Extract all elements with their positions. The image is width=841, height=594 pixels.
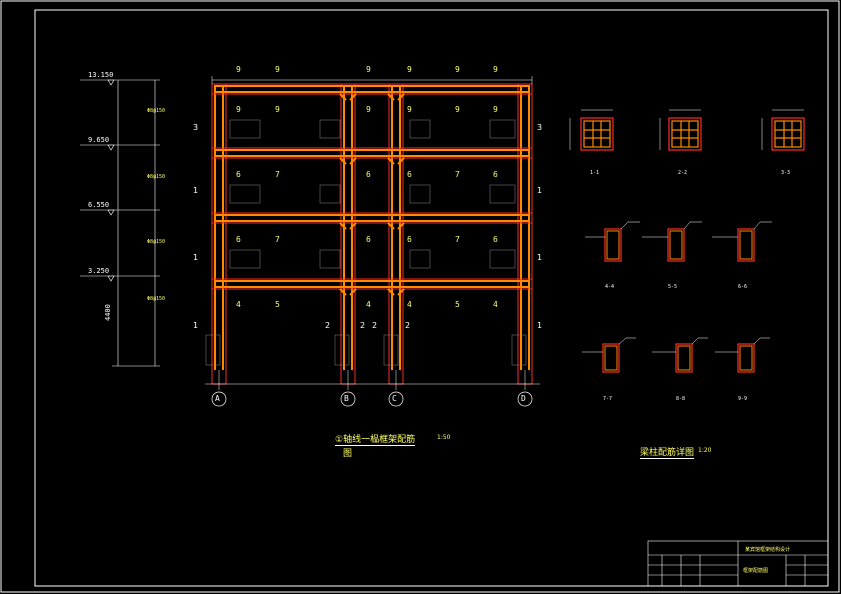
svg-text:5: 5 — [455, 300, 460, 309]
svg-text:6: 6 — [407, 235, 412, 244]
elevation-dimension-column — [80, 79, 160, 367]
section-label-9: 9-9 — [738, 396, 748, 402]
elevation-label-4: 3.250 — [88, 267, 110, 275]
svg-text:6: 6 — [366, 235, 371, 244]
svg-text:9: 9 — [366, 65, 371, 74]
section-label-5: 5-5 — [668, 284, 678, 290]
svg-text:6: 6 — [236, 235, 241, 244]
beam-rebars — [214, 85, 530, 296]
svg-text:6: 6 — [493, 235, 498, 244]
svg-text:9: 9 — [493, 65, 498, 74]
axis-label-d: D — [521, 394, 526, 403]
section-label-3: 3-3 — [781, 170, 791, 176]
sheet-inner-border — [34, 9, 829, 587]
svg-text:2: 2 — [325, 321, 330, 330]
svg-text:2: 2 — [360, 321, 365, 330]
column-sections — [569, 109, 805, 151]
svg-text:4: 4 — [366, 300, 371, 309]
title-block-project: 某宾馆框架结构设计 — [745, 547, 791, 553]
svg-text:9: 9 — [455, 105, 460, 114]
section-label-6: 6-6 — [738, 284, 748, 290]
svg-text:7: 7 — [455, 235, 460, 244]
svg-text:9: 9 — [407, 105, 412, 114]
svg-text:7: 7 — [275, 170, 280, 179]
svg-text:4: 4 — [236, 300, 241, 309]
svg-text:1: 1 — [193, 321, 198, 330]
stirrup-boxes — [205, 119, 527, 366]
details-title: 梁柱配筋详图 — [640, 445, 695, 459]
svg-text:5: 5 — [275, 300, 280, 309]
svg-text:1: 1 — [537, 186, 542, 195]
beam-sections — [582, 221, 772, 373]
svg-text:7: 7 — [275, 235, 280, 244]
section-label-8: 8-8 — [676, 396, 686, 402]
beam-annotations: 9 9 9 9 9 9 9 9 9 9 9 9 6 7 6 6 7 6 6 7 6 6 7 6 4 5 4 4 5 4 — [236, 65, 498, 309]
svg-text:3: 3 — [193, 123, 198, 132]
frame-beams — [211, 83, 533, 290]
details-scale: 1:20 — [698, 447, 712, 454]
axis-bubbles — [211, 391, 533, 407]
svg-text:3: 3 — [537, 123, 542, 132]
axis-label-c: C — [392, 394, 397, 403]
svg-text:Φ8@150: Φ8@150 — [147, 296, 165, 302]
svg-text:4: 4 — [407, 300, 412, 309]
svg-text:6: 6 — [493, 170, 498, 179]
svg-text:Φ8@150: Φ8@150 — [147, 174, 165, 180]
section-label-4: 4-4 — [605, 284, 615, 290]
frame-title: ①轴线一榀框架配筋 — [335, 432, 416, 446]
svg-text:9: 9 — [236, 65, 241, 74]
elevation-label-3: 6.550 — [88, 201, 110, 209]
svg-text:2: 2 — [372, 321, 377, 330]
svg-text:9: 9 — [236, 105, 241, 114]
title-block-drawing: 框架配筋图 — [743, 568, 769, 574]
svg-text:2: 2 — [405, 321, 410, 330]
section-label-2: 2-2 — [678, 170, 688, 176]
svg-text:7: 7 — [455, 170, 460, 179]
frame-subtitle: 图 — [343, 449, 353, 459]
section-label-7: 7-7 — [603, 396, 613, 402]
svg-text:6: 6 — [366, 170, 371, 179]
svg-text:9: 9 — [275, 65, 280, 74]
title-block — [647, 540, 829, 587]
svg-text:1: 1 — [537, 253, 542, 262]
svg-text:Φ8@150: Φ8@150 — [147, 239, 165, 245]
height-dimension-label: 4400 — [104, 304, 112, 321]
svg-text:1: 1 — [537, 321, 542, 330]
svg-text:9: 9 — [455, 65, 460, 74]
section-label-1: 1-1 — [590, 170, 600, 176]
svg-text:6: 6 — [236, 170, 241, 179]
axis-label-b: B — [344, 394, 349, 403]
frame-scale: 1:50 — [437, 434, 451, 441]
svg-text:1: 1 — [193, 186, 198, 195]
frame-top-dimension — [211, 76, 533, 84]
svg-text:Φ8@150: Φ8@150 — [147, 108, 165, 114]
floor-height-dims: Φ8@150 Φ8@150 Φ8@150 Φ8@150 — [147, 108, 165, 302]
elevation-label-1: 13.150 — [88, 71, 114, 79]
svg-text:9: 9 — [366, 105, 371, 114]
svg-text:4: 4 — [493, 300, 498, 309]
svg-text:9: 9 — [407, 65, 412, 74]
frame-elevation — [205, 76, 540, 407]
svg-text:6: 6 — [407, 170, 412, 179]
axis-label-a: A — [215, 394, 220, 403]
elevation-label-2: 9.650 — [88, 136, 110, 144]
svg-text:1: 1 — [193, 253, 198, 262]
axis-gridlines — [205, 370, 540, 390]
svg-text:9: 9 — [493, 105, 498, 114]
svg-text:9: 9 — [275, 105, 280, 114]
